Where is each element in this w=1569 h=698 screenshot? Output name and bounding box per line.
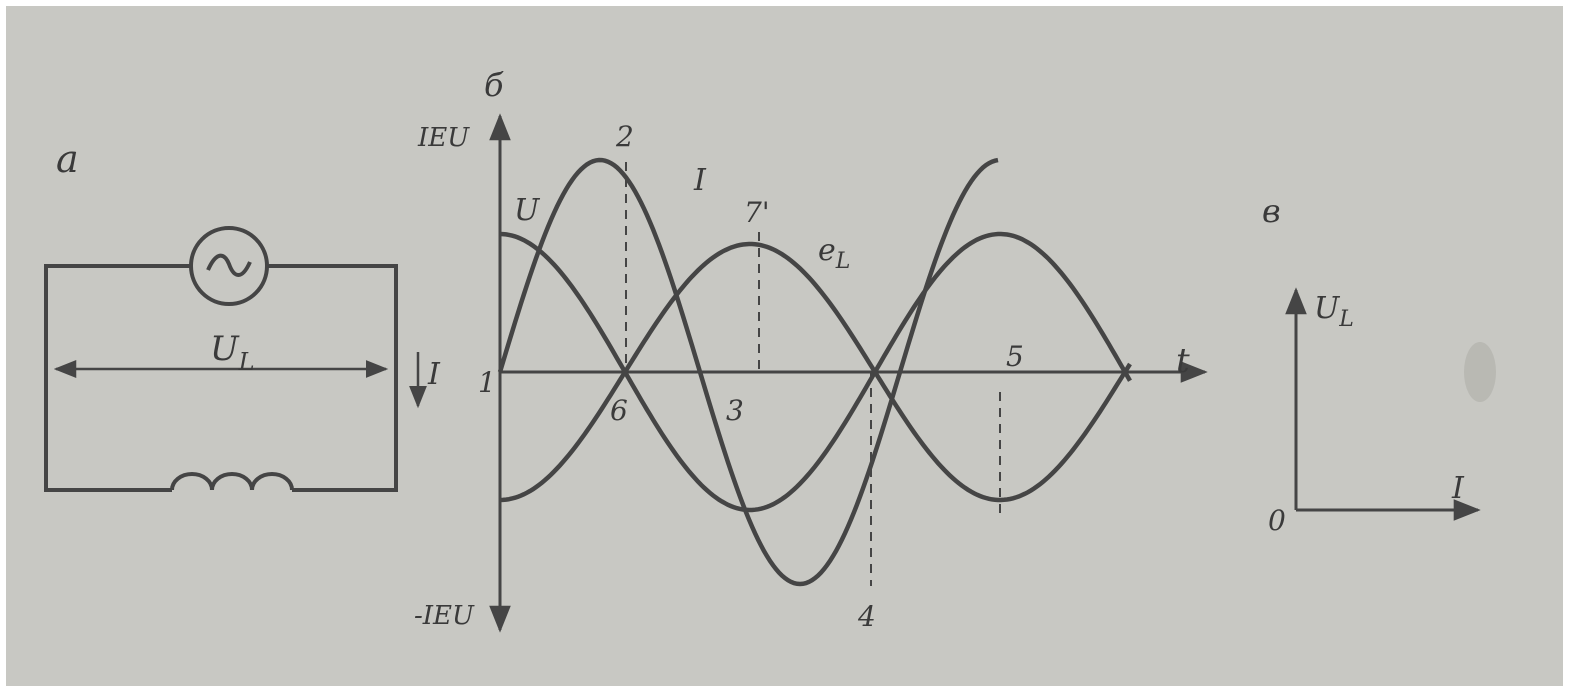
curve-i-label: I (693, 163, 707, 198)
circuit-wire-left (44, 264, 190, 492)
y-axis-bottom-label: -IEU (414, 601, 475, 631)
point-4-label: 4 (857, 600, 876, 633)
point-5-label: 5 (1006, 340, 1024, 373)
ac-source-icon (189, 226, 269, 306)
curve-current (497, 157, 999, 587)
paper-background (6, 6, 1563, 686)
point-2-label: 2 (615, 120, 634, 153)
curve-e-label: eL (818, 233, 850, 274)
dashed-guides (625, 162, 1001, 586)
inductor-coil-icon (170, 472, 294, 491)
panel-c-label: в (1262, 192, 1281, 230)
point-1-label: 1 (478, 366, 496, 399)
point-3-label: 3 (726, 394, 744, 427)
point-7-label: 7' (744, 196, 770, 229)
ul-axis-label: UL (1314, 291, 1354, 332)
y-axis-top-label: IEU (417, 123, 470, 153)
panel-a-circuit: а UL I (44, 137, 441, 492)
panel-a-label: а (56, 137, 79, 181)
panel-c-axes: в UL I 0 (1262, 192, 1481, 537)
point-labels: 1 2 3 4 5 6 7' (478, 120, 1024, 633)
i-axis-label: I (1451, 471, 1465, 506)
t-axis-label: t (1176, 341, 1190, 381)
panel-b-label: б (484, 66, 504, 104)
voltage-label: UL (210, 329, 255, 376)
point-6-label: 6 (610, 394, 628, 427)
current-label: I (427, 357, 441, 392)
paper-smudge (1464, 342, 1496, 402)
curve-voltage (499, 231, 1132, 513)
circuit-wire-right (268, 264, 398, 492)
origin-label: 0 (1268, 504, 1286, 537)
panel-b-waveforms: б IEU -IEU t U I eL 1 (414, 66, 1208, 633)
curve-u-label: U (514, 193, 541, 228)
curve-emf (499, 241, 1132, 503)
